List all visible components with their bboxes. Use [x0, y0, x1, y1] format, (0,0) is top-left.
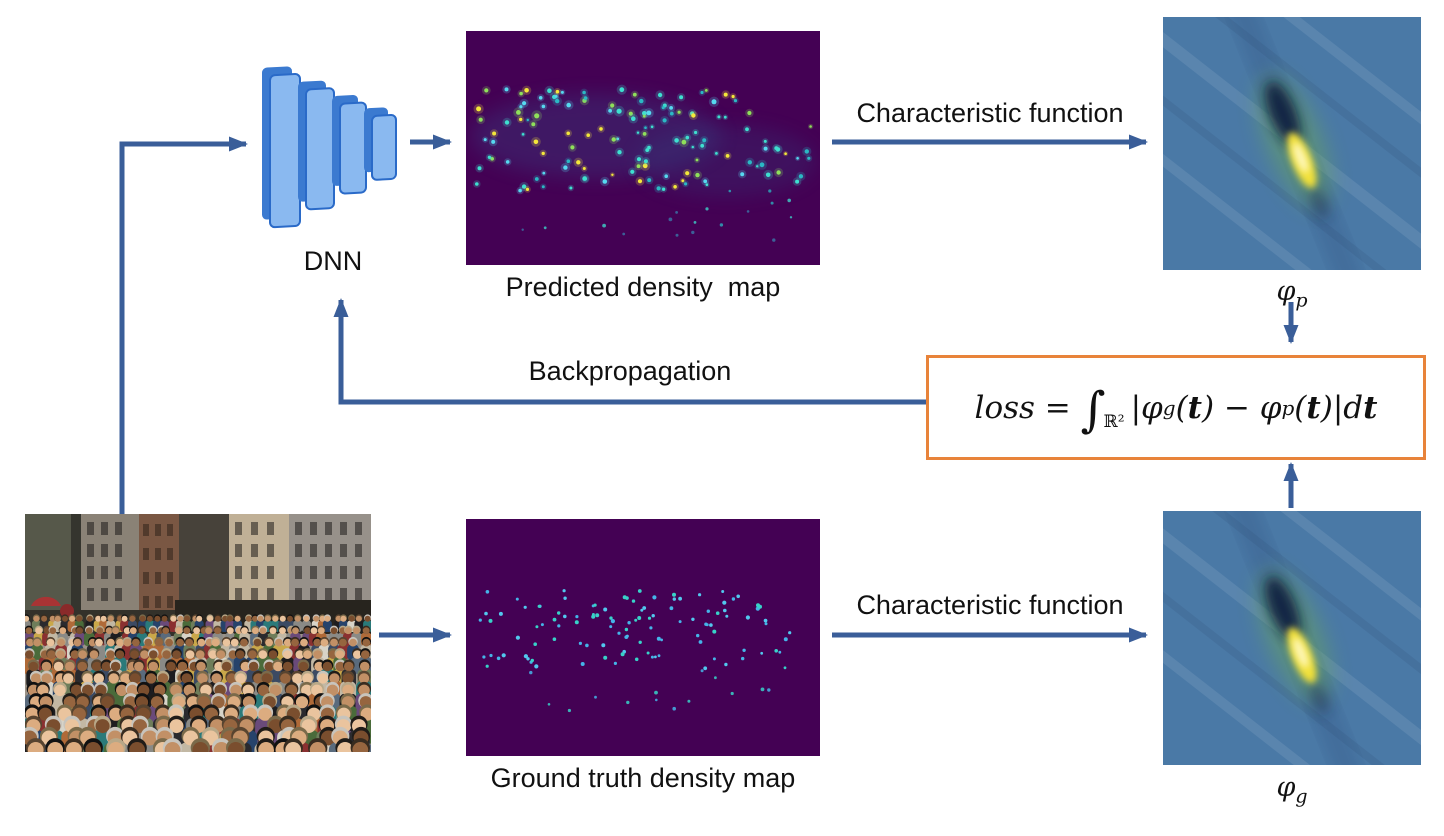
predicted-density-map-image — [466, 31, 820, 265]
t-variable-2: t — [1306, 389, 1321, 426]
dnn-layer — [364, 107, 397, 181]
ground-truth-density-map-image — [466, 519, 820, 756]
phi-g-subscript: g — [1295, 785, 1308, 808]
paren-open-2: ( — [1294, 389, 1307, 426]
sub-p: p — [1281, 395, 1295, 420]
phi-g-label: φg — [1163, 772, 1421, 807]
equals-sign: = — [1034, 389, 1081, 426]
phi-p-subscript: p — [1295, 289, 1308, 312]
t-variable-3: t — [1363, 389, 1378, 426]
backpropagation-arrow — [333, 298, 926, 405]
abs-phi: |φ — [1130, 389, 1163, 426]
characteristic-function-label-bottom: Characteristic function — [856, 590, 1124, 620]
paren-open-1: ( — [1175, 389, 1188, 426]
dnn-layer — [332, 95, 367, 195]
integral-domain: ℝ² — [1103, 411, 1125, 432]
backpropagation-label: Backpropagation — [528, 356, 732, 386]
minus-phi: ) − φ — [1202, 389, 1282, 426]
input-to-dnn-arrow — [119, 136, 248, 516]
dnn-layer — [262, 66, 301, 229]
crowd-photo — [25, 514, 371, 752]
dnn-icon — [262, 66, 397, 229]
predicted-density-map-label: Predicted density map — [505, 272, 781, 302]
characteristic-function-label-top: Characteristic function — [856, 98, 1124, 128]
ground-truth-density-map-label: Ground truth density map — [490, 763, 796, 793]
characteristic-function-image-top — [1163, 17, 1421, 270]
sub-g: g — [1162, 395, 1176, 420]
characteristic-function-image-bottom — [1163, 511, 1421, 765]
close-abs-d: )|d — [1320, 389, 1364, 426]
loss-word: loss — [974, 389, 1035, 426]
dnn-layer — [298, 80, 335, 211]
phi-symbol: φ — [1276, 276, 1296, 307]
phi-p-label: φp — [1163, 276, 1421, 311]
dnn-label: DNN — [303, 246, 363, 276]
phi-symbol: φ — [1276, 772, 1296, 803]
t-variable-1: t — [1187, 389, 1202, 426]
